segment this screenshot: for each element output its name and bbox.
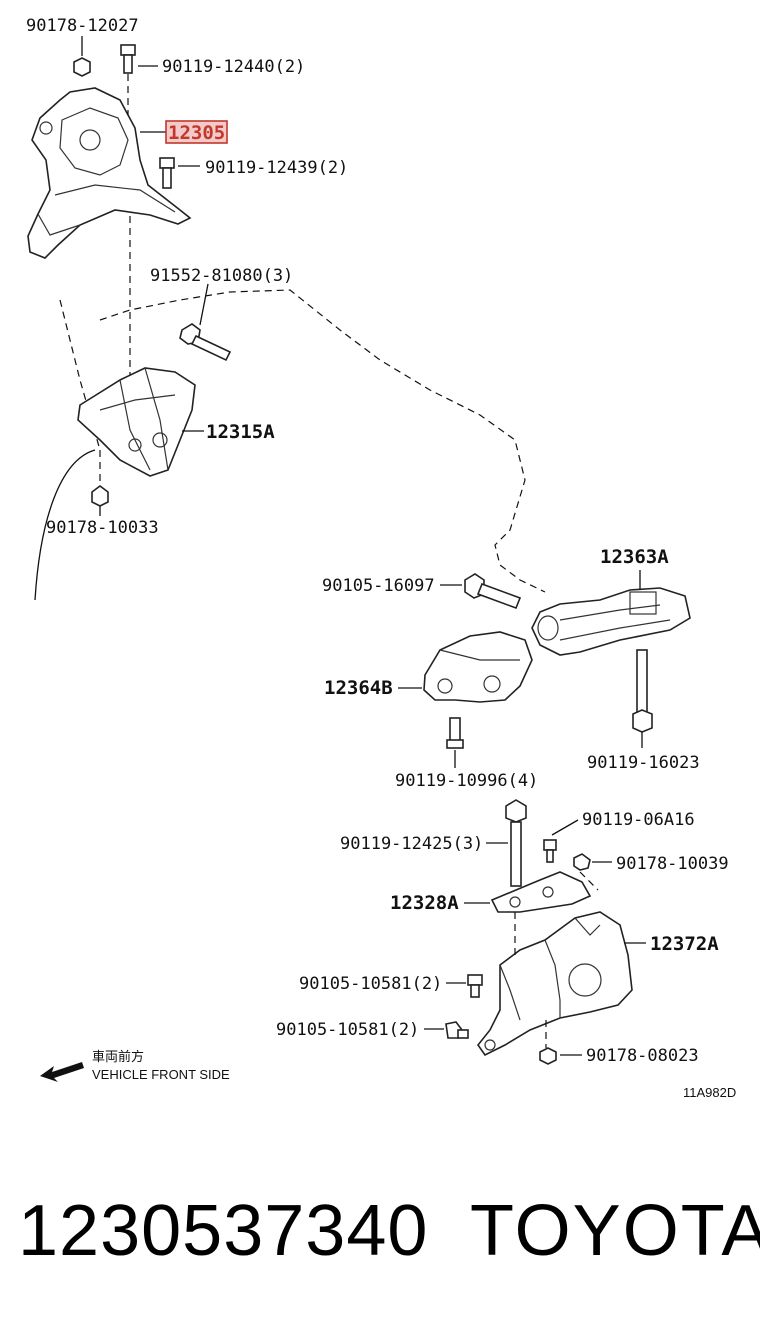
nut-90178-08023-icon [539, 1020, 582, 1065]
label-90119-12425[interactable]: 90119-12425(3) [340, 834, 483, 854]
label-90119-10996[interactable]: 90119-10996(4) [395, 771, 538, 791]
engine-mount-bracket-12305[interactable] [27, 87, 192, 259]
part-number: 1230537340 [18, 1191, 429, 1271]
label-12328a[interactable]: 12328A [390, 892, 459, 914]
label-90105-16097[interactable]: 90105-16097 [322, 576, 435, 596]
label-90119-12439[interactable]: 90119-12439(2) [205, 158, 348, 178]
vehicle-front-arrow-icon [40, 1062, 84, 1082]
mount-bracket-12315a[interactable] [77, 367, 204, 477]
label-90119-16023[interactable]: 90119-16023 [587, 753, 700, 773]
highlight-12305 [165, 120, 228, 144]
brand-name: TOYOTA [470, 1191, 760, 1271]
label-90178-08023[interactable]: 90178-08023 [586, 1046, 699, 1066]
label-90105-10581-lower[interactable]: 90105-10581(2) [276, 1020, 419, 1040]
parts-diagram: 90178-12027 90119-12440(2) 12305 90119-1… [26, 16, 736, 1100]
label-90178-10033[interactable]: 90178-10033 [46, 518, 159, 538]
label-12315a[interactable]: 12315A [206, 421, 275, 443]
footer: 1230537340 TOYOTA [0, 1190, 760, 1280]
label-90119-12440[interactable]: 90119-12440(2) [162, 57, 305, 77]
label-12372a[interactable]: 12372A [650, 933, 719, 955]
label-90105-10581-upper[interactable]: 90105-10581(2) [299, 974, 442, 994]
bolt-90119-06a16-icon [543, 819, 579, 863]
label-12305[interactable]: 12305 [168, 122, 225, 144]
nut-90178-10039-icon [573, 853, 612, 891]
bolt-90119-12425-icon [486, 799, 527, 887]
bracket-12328a[interactable] [464, 871, 592, 913]
bolt-90119-10996-icon [446, 717, 464, 768]
label-90178-12027[interactable]: 90178-12027 [26, 16, 139, 36]
label-90178-10039[interactable]: 90178-10039 [616, 854, 729, 874]
label-90119-06a16[interactable]: 90119-06A16 [582, 810, 695, 830]
torque-rod-12363a[interactable] [531, 570, 691, 656]
engine-outline [34, 120, 546, 601]
bolt-91552-81080-icon [179, 283, 232, 362]
bolt-90105-10581-lower-icon [424, 1021, 469, 1039]
nut-90178-10033-icon [91, 450, 109, 516]
engine-mount-12372a[interactable] [477, 911, 646, 1057]
label-12363a[interactable]: 12363A [600, 546, 669, 568]
bolt-90105-16097-icon [440, 573, 522, 610]
bolt-90105-10581-upper-icon [446, 974, 483, 998]
label-12364b[interactable]: 12364B [324, 677, 393, 699]
vehicle-front-jp: 車両前方 [92, 1049, 144, 1064]
label-91552-81080[interactable]: 91552-81080(3) [150, 266, 293, 286]
vehicle-front-en: VEHICLE FRONT SIDE [92, 1067, 230, 1082]
bolt-90119-12440-icon [120, 44, 158, 115]
bolt-90119-16023-icon [632, 649, 653, 748]
bolt-90119-12439-icon [159, 157, 200, 189]
mount-bracket-12364b[interactable] [398, 631, 533, 703]
diagram-code: 11A982D [683, 1085, 736, 1100]
nut-90178-12027-icon [73, 36, 91, 77]
